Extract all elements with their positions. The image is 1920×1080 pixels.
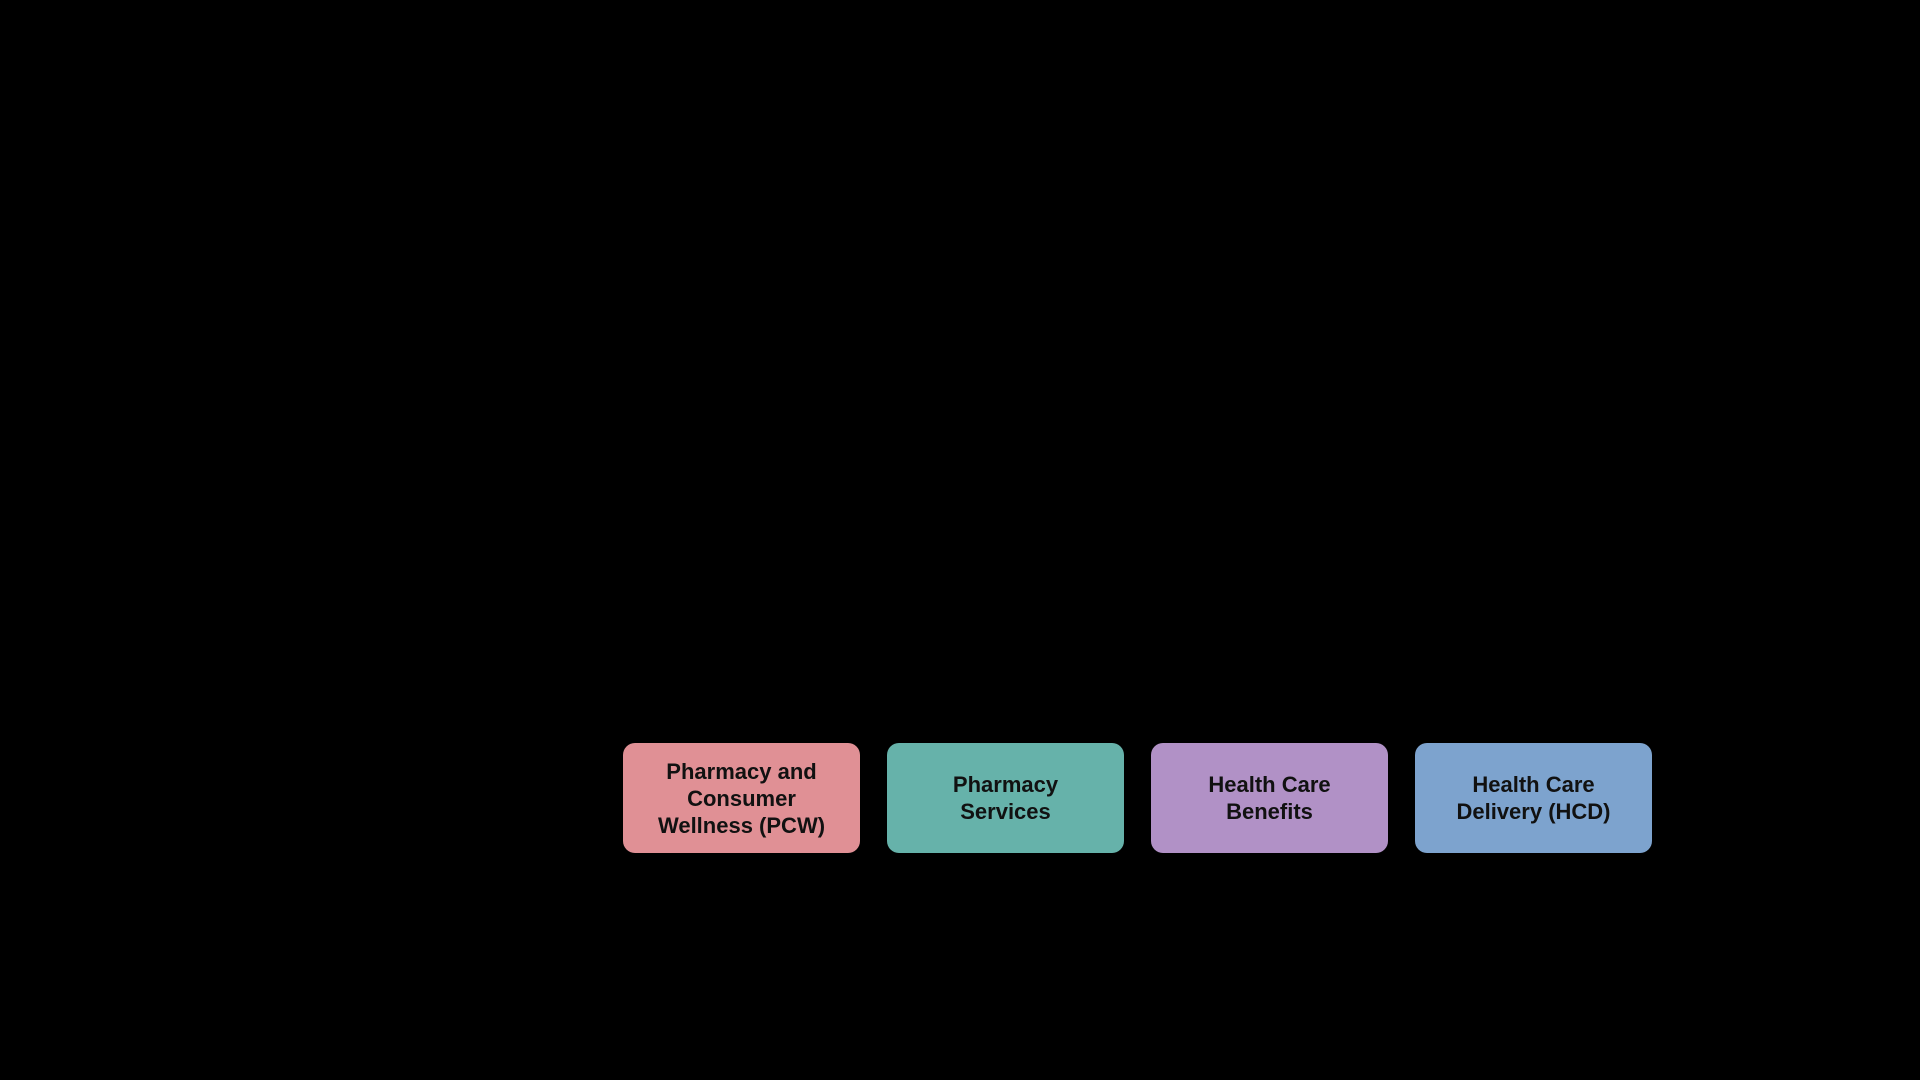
segment-box-health-care-benefits: Health Care Benefits xyxy=(1151,743,1388,853)
segments-row: Pharmacy and Consumer Wellness (PCW) Pha… xyxy=(623,743,1652,853)
segment-label-line: Pharmacy and xyxy=(666,758,817,784)
segment-label-line: Health Care xyxy=(1472,772,1595,797)
segment-label-line: Wellness (PCW) xyxy=(657,812,826,838)
segment-label-line: Consumer xyxy=(687,785,796,811)
segment-box-pcw: Pharmacy and Consumer Wellness (PCW) xyxy=(623,743,860,853)
segment-label-line: Delivery (HCD) xyxy=(1456,799,1611,824)
segment-label-line: Pharmacy xyxy=(952,772,1059,797)
segment-label-line: Benefits xyxy=(1226,799,1313,824)
segment-box-pharmacy-services: Pharmacy Services xyxy=(887,743,1124,853)
segment-box-hcd: Health Care Delivery (HCD) xyxy=(1415,743,1652,853)
segment-label-line: Health Care xyxy=(1208,772,1331,797)
segment-label-line: Services xyxy=(960,799,1051,824)
